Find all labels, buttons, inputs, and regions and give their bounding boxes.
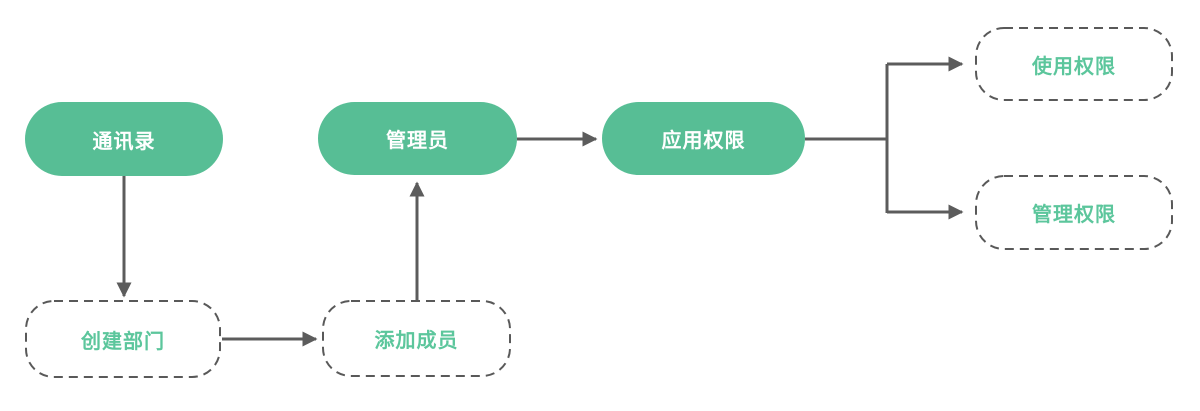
node-create-department: 创建部门 [26, 301, 220, 377]
node-add-members-border [322, 300, 511, 377]
node-app-permission-label: 应用权限 [661, 130, 746, 152]
node-contacts-label: 通讯录 [92, 130, 156, 153]
node-app-permission: 应用权限 [602, 102, 805, 175]
node-admin: 管理员 [318, 102, 517, 175]
node-manage-permission-border [975, 175, 1173, 250]
node-create-department-border [25, 300, 221, 378]
node-usage-permission: 使用权限 [976, 28, 1172, 100]
node-usage-permission-label: 使用权限 [1032, 55, 1116, 78]
node-admin-label: 管理员 [386, 130, 449, 152]
node-manage-permission: 管理权限 [976, 176, 1172, 249]
node-manage-permission-label: 管理权限 [1032, 204, 1116, 226]
node-usage-permission-border [975, 27, 1173, 101]
node-add-members-label: 添加成员 [374, 330, 459, 352]
node-add-members: 添加成员 [323, 301, 510, 376]
node-contacts: 通讯录 [25, 102, 223, 176]
edge-app-permission-branch-trunk [805, 64, 889, 213]
node-create-department-label: 创建部门 [81, 330, 165, 353]
